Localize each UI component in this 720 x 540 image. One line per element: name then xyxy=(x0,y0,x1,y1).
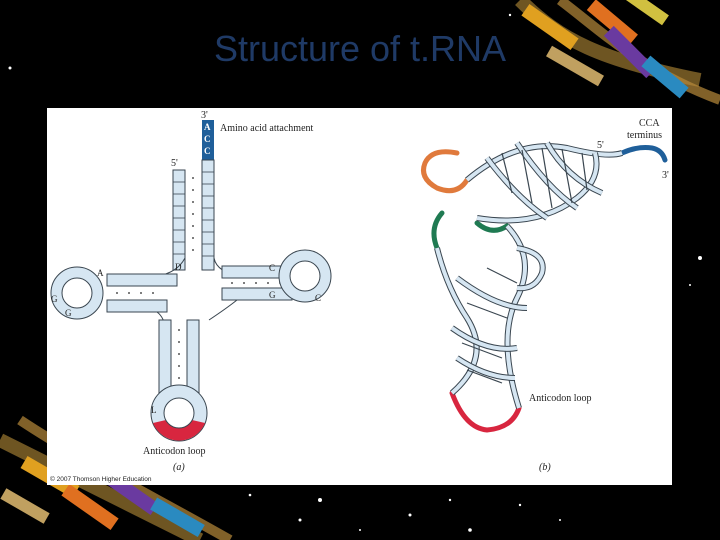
acceptor-base-a: A xyxy=(204,122,211,132)
helix-3prime-label: 3' xyxy=(662,170,669,181)
trna-figure: 3' A C C Amino acid attachment 5' A G xyxy=(47,108,672,485)
helix-5prime-label: 5' xyxy=(597,140,604,151)
d-loop-base-g2: G xyxy=(65,308,72,318)
copyright-notice: © 2007 Thomson Higher Education xyxy=(50,475,152,483)
star-specks xyxy=(8,13,702,532)
3d-structure-panel: 5' 3' CCA terminus Anticodon loop (b) xyxy=(421,118,669,473)
cloverleaf-panel: 3' A C C Amino acid attachment 5' A G xyxy=(50,110,332,473)
acceptor-stem-blue xyxy=(172,120,215,271)
trna-diagram-svg: 3' A C C Amino acid attachment 5' A G xyxy=(50,110,669,483)
t-loop-base-c: C xyxy=(315,293,321,303)
anticodon-arm xyxy=(150,299,238,442)
cloverleaf-5prime-label: 5' xyxy=(171,158,178,169)
t-arm xyxy=(221,249,332,303)
t-stem-base-g: G xyxy=(269,290,276,300)
slide-title: Structure of t.RNA xyxy=(213,28,507,69)
panel-b-caption: (b) xyxy=(539,462,551,473)
acceptor-3prime-label: 3' xyxy=(201,110,208,121)
panel-a-caption: (a) xyxy=(173,462,185,473)
d-stem-base: D xyxy=(175,262,182,272)
t-stem-base-c: C xyxy=(269,263,275,273)
d-loop-base-a: A xyxy=(97,268,104,278)
acceptor-base-c2: C xyxy=(204,146,211,156)
acceptor-base-c1: C xyxy=(204,134,211,144)
amino-acid-attachment-label: Amino acid attachment xyxy=(220,123,314,134)
d-loop-base-g1: G xyxy=(51,294,58,304)
helix-anticodon-label: Anticodon loop xyxy=(529,393,592,404)
cloverleaf-anticodon-label: Anticodon loop xyxy=(143,446,206,457)
cca-label-line1: CCA xyxy=(639,118,660,129)
d-arm xyxy=(50,266,178,320)
anticodon-loop-base: L xyxy=(151,405,157,415)
cca-label-line2: terminus xyxy=(627,130,662,141)
dna-helix-top-right xyxy=(515,0,720,105)
